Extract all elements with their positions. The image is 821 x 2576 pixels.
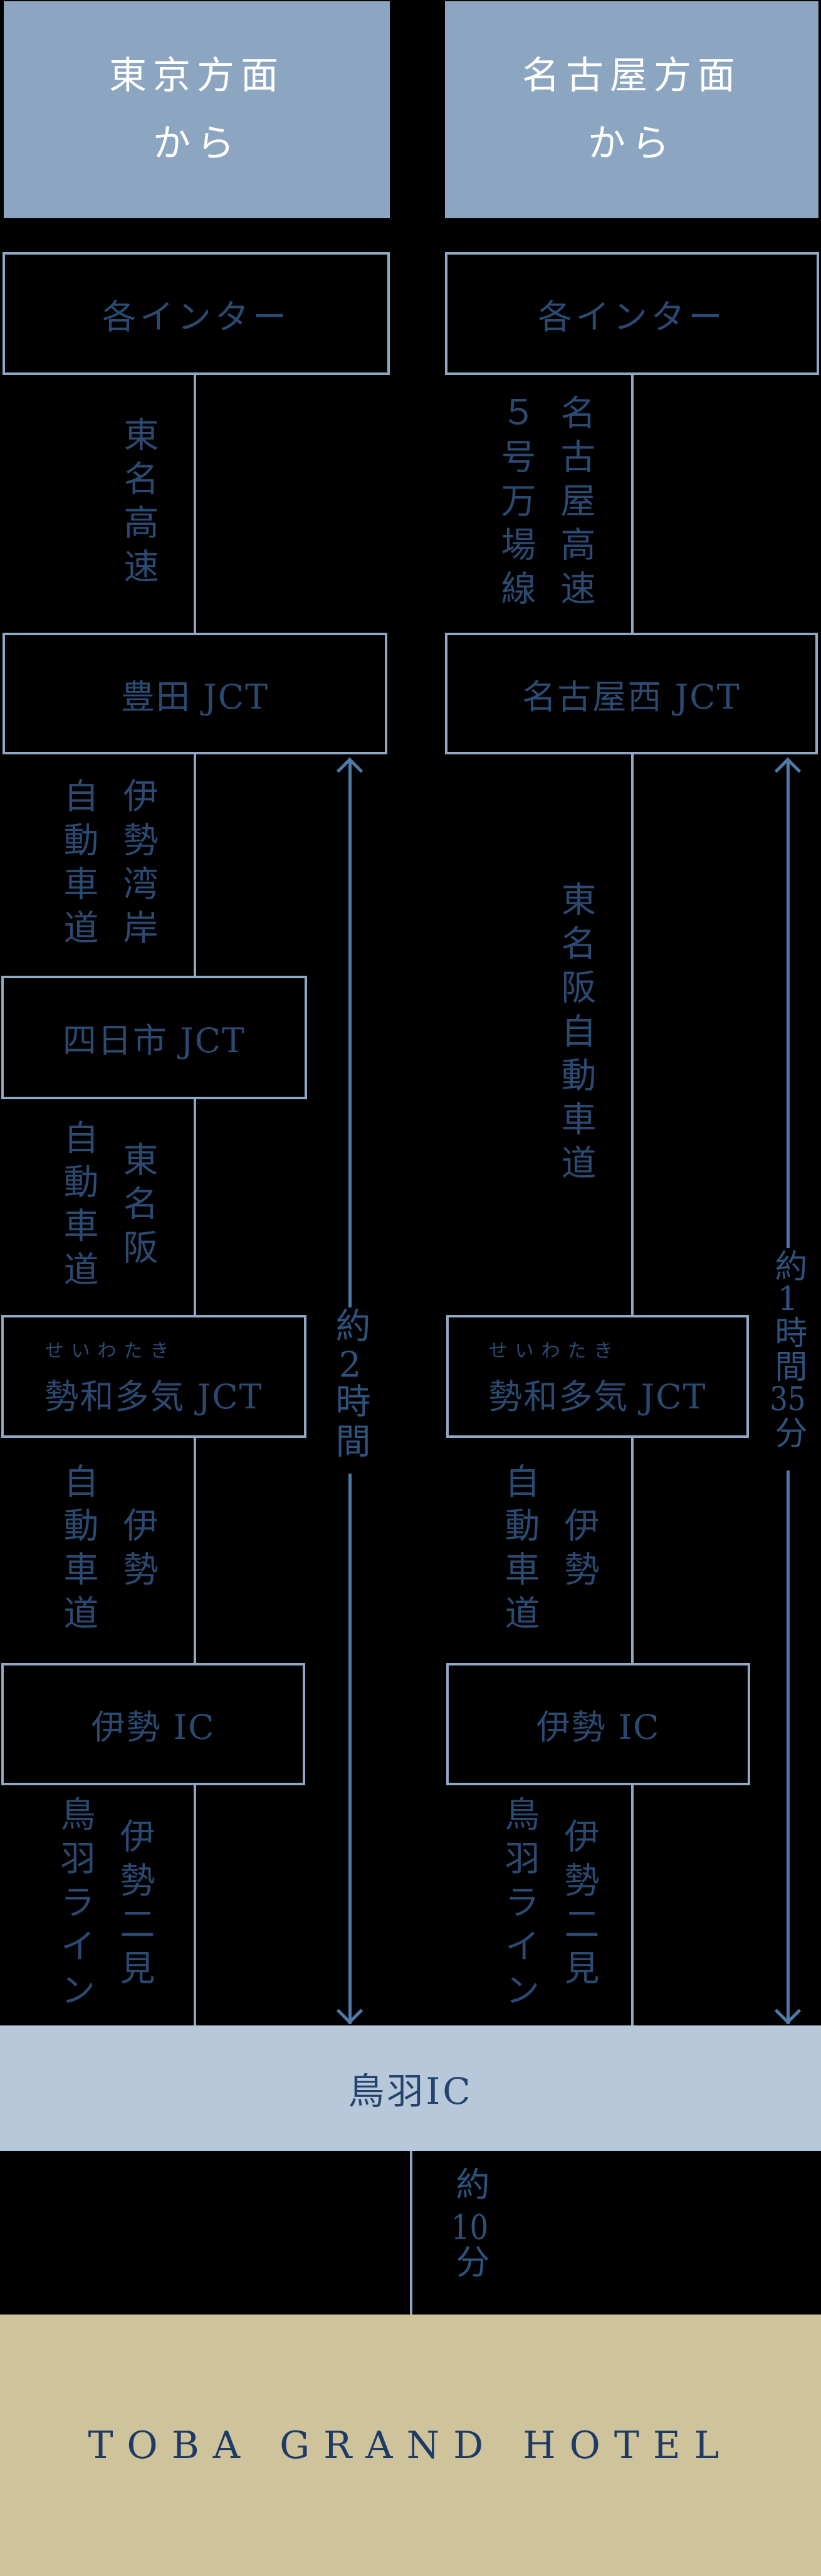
arrow-up-icon-right bbox=[774, 757, 802, 784]
duration-label-final: 約10分 bbox=[450, 2167, 489, 2317]
header-from-tokyo: 東京方面 から bbox=[4, 1, 390, 218]
duration-right-hour-unit: 時間 bbox=[769, 1316, 807, 1383]
node-seiwataki-jct-left-label: 勢和多気 JCT bbox=[44, 1376, 263, 1417]
road-ise-futami-toba-line-left: 伊勢二見 鳥羽ライン bbox=[55, 1795, 155, 2015]
duration-arrow-right-upper bbox=[787, 760, 790, 1248]
duration-arrow-left-lower bbox=[348, 1474, 352, 2024]
connector-right-1 bbox=[631, 375, 634, 633]
node-yokkaichi-jct: 四日市 JCT bbox=[1, 976, 307, 1099]
hotel-name-banner: TOBA GRAND HOTEL bbox=[0, 2315, 821, 2576]
node-yokkaichi-jct-label: 四日市 JCT bbox=[62, 1021, 246, 1060]
duration-right-minute-unit: 分 bbox=[769, 1416, 807, 1450]
node-ise-ic-right-label: 伊勢 IC bbox=[536, 1708, 661, 1747]
node-nagoya-nishi-jct: 名古屋西 JCT bbox=[445, 633, 818, 754]
node-toba-ic-bar: 鳥羽IC bbox=[0, 2025, 821, 2151]
node-right-start-interchange: 各インター bbox=[445, 252, 819, 375]
duration-final-approx: 約 bbox=[450, 2167, 489, 2210]
duration-left-number: 2 bbox=[338, 1348, 362, 1383]
connector-left-2 bbox=[194, 754, 196, 976]
duration-arrow-left-upper bbox=[348, 760, 352, 1307]
node-seiwataki-jct-left-furigana: せいわたき bbox=[44, 1339, 177, 1362]
arrow-up-icon-left bbox=[336, 757, 363, 784]
arrow-down-icon-left bbox=[336, 1997, 363, 2025]
road-tomei-expressway: 東名高速 bbox=[118, 416, 159, 592]
node-toyota-jct-label: 豊田 JCT bbox=[120, 677, 269, 717]
road-isewangan-expressway: 伊勢湾岸 自動車道 bbox=[58, 777, 158, 953]
node-toba-ic-label: 鳥羽IC bbox=[348, 2070, 473, 2113]
connector-left-3 bbox=[194, 1099, 196, 1315]
connector-right-3 bbox=[631, 1438, 634, 1663]
connector-final bbox=[410, 2151, 412, 2315]
node-ise-ic-right: 伊勢 IC bbox=[446, 1663, 750, 1785]
header-from-nagoya: 名古屋方面 から bbox=[445, 1, 818, 218]
connector-left-1 bbox=[194, 375, 196, 633]
node-nagoya-nishi-jct-label: 名古屋西 JCT bbox=[522, 677, 741, 717]
node-ise-ic-left-label: 伊勢 IC bbox=[91, 1708, 216, 1747]
node-seiwataki-jct-left: せいわたき 勢和多気 JCT bbox=[1, 1315, 306, 1438]
duration-left-approx: 約 bbox=[330, 1307, 370, 1348]
node-seiwataki-jct-right-furigana: せいわたき bbox=[488, 1339, 620, 1362]
duration-right-approx: 約 bbox=[769, 1249, 807, 1283]
connector-left-4 bbox=[194, 1438, 196, 1663]
duration-left-unit: 時間 bbox=[330, 1383, 370, 1463]
node-seiwataki-jct-right-label: 勢和多気 JCT bbox=[488, 1376, 707, 1417]
duration-label-right: 約1時間35分 bbox=[769, 1249, 807, 1450]
road-ise-expressway-right: 伊勢 自動車道 bbox=[499, 1462, 599, 1639]
node-left-start-label: 各インター bbox=[102, 297, 290, 337]
duration-label-left: 約2時間 bbox=[330, 1307, 370, 1477]
header-from-tokyo-label: 東京方面 から bbox=[109, 54, 285, 166]
connector-right-4 bbox=[631, 1785, 634, 2025]
node-ise-ic-left: 伊勢 IC bbox=[1, 1663, 305, 1785]
header-from-nagoya-label: 名古屋方面 から bbox=[522, 54, 741, 166]
road-ise-futami-toba-line-right: 伊勢二見 鳥羽ライン bbox=[499, 1795, 599, 2015]
node-seiwataki-jct-right: せいわたき 勢和多気 JCT bbox=[446, 1315, 749, 1438]
node-right-start-label: 各インター bbox=[538, 297, 726, 337]
duration-arrow-right-lower bbox=[787, 1470, 790, 2024]
hotel-name-label: TOBA GRAND HOTEL bbox=[88, 2423, 733, 2468]
duration-right-hours: 1 bbox=[777, 1283, 798, 1316]
road-higashimeihan-expressway-right: 東名阪自動車道 bbox=[555, 881, 596, 1188]
connector-left-5 bbox=[194, 1785, 196, 2025]
duration-right-minutes: 35 bbox=[770, 1383, 806, 1416]
node-toyota-jct: 豊田 JCT bbox=[3, 633, 387, 754]
road-ise-expressway-left: 伊勢 自動車道 bbox=[58, 1462, 158, 1639]
duration-final-unit: 分 bbox=[450, 2244, 489, 2288]
road-higashimeihan-expressway-left: 東名阪 自動車道 bbox=[58, 1119, 158, 1295]
duration-final-number: 10 bbox=[451, 2210, 489, 2244]
node-left-start-interchange: 各インター bbox=[3, 252, 390, 375]
connector-right-2 bbox=[631, 754, 634, 1315]
road-nagoya-expressway-route5: 名古屋高速 ５号万場線 bbox=[495, 394, 595, 614]
arrow-down-icon-right bbox=[774, 1997, 802, 2025]
